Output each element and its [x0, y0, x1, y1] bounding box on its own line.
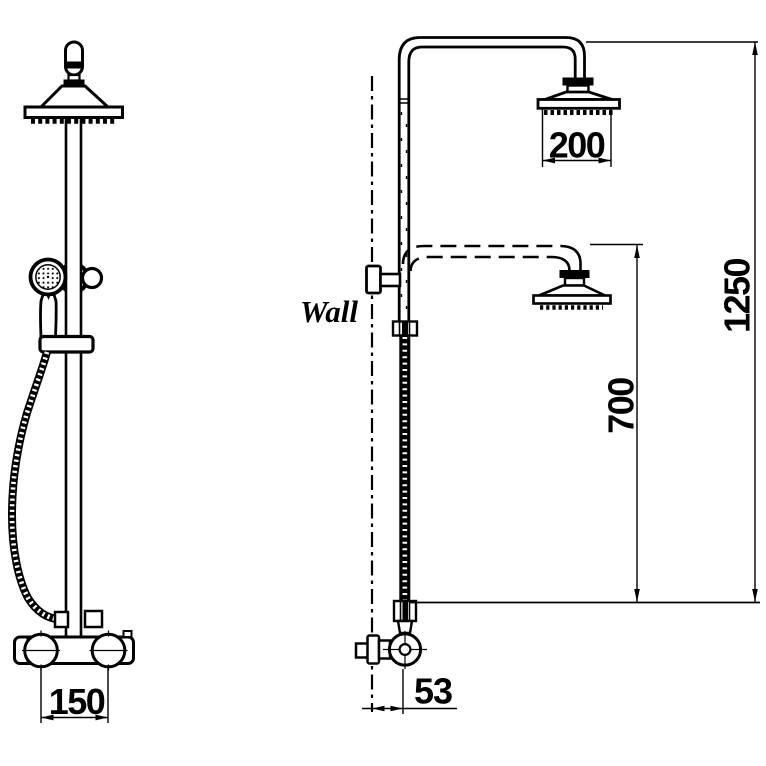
arrowhead — [752, 42, 758, 55]
arrowhead — [372, 705, 385, 712]
riser-pipe-front — [64, 116, 83, 639]
hose-side — [391, 320, 419, 602]
dimension-wall-offset: 53 — [362, 669, 457, 714]
dimension-total-height: 1250 — [586, 41, 758, 602]
slide-bracket — [38, 334, 95, 354]
arrowhead — [390, 705, 403, 712]
diverter-outlet — [83, 609, 104, 629]
hand-shower-handle — [39, 291, 58, 339]
shower-head-rim — [23, 105, 124, 119]
dimension-lower-head-height: 700 — [590, 243, 643, 602]
riser-pipe-side — [397, 36, 586, 333]
arrowhead — [95, 714, 108, 721]
mixer-valve-front — [13, 630, 135, 671]
upper-shower-head-side — [536, 77, 621, 115]
dim-150-label: 150 — [49, 681, 105, 722]
wall-label: Wall — [300, 294, 358, 329]
dimension-inlet-centers: 150 — [40, 667, 109, 723]
dim-200-label: 200 — [549, 125, 605, 166]
arrowhead — [41, 714, 54, 721]
arrowhead — [634, 245, 640, 258]
shower-head-bell — [37, 84, 112, 109]
side-view: Wall — [300, 36, 760, 714]
arrowhead — [542, 157, 555, 164]
shower-hose-front — [7, 350, 70, 629]
arrowhead — [598, 157, 611, 164]
dim-700-label: 700 — [601, 378, 642, 434]
dim-53-label: 53 — [414, 671, 452, 712]
arrowhead — [752, 589, 758, 602]
front-view: 150 — [7, 40, 135, 723]
lowered-arm-phantom — [401, 244, 612, 310]
wall-bracket-side — [365, 264, 402, 295]
arrowhead — [634, 589, 640, 602]
hand-shower — [28, 257, 68, 339]
dimension-head-diameter: 200 — [541, 109, 612, 167]
dim-1250-label: 1250 — [717, 258, 758, 333]
overhead-shower-front — [23, 40, 124, 124]
mixer-valve-side — [354, 599, 427, 669]
hose-nut — [53, 610, 70, 629]
